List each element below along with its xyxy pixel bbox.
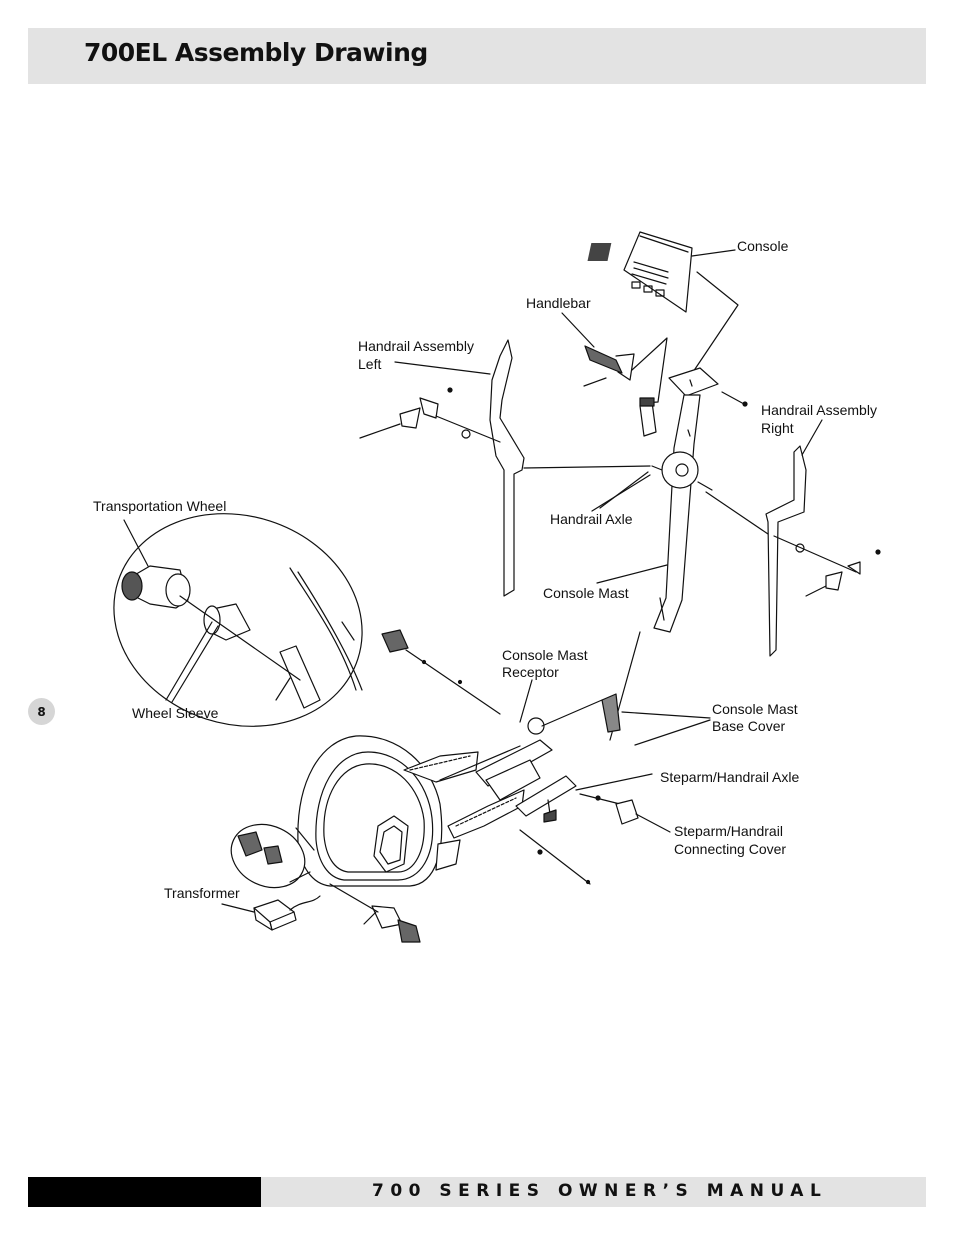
console-part [587,231,693,313]
label-console-mast-receptor-line2: Receptor [502,664,559,680]
label-console-mast-base-cover-line2: Base Cover [712,718,786,734]
label-handrail-left-line1: Handrail Assembly [358,338,474,354]
label-handrail-axle: Handrail Axle [550,511,633,527]
footer-bar: 700 SERIES OWNER’S MANUAL [261,1177,926,1207]
page-title: 700EL Assembly Drawing [84,38,428,67]
label-steparm-connecting-cover-line2: Connecting Cover [674,841,787,857]
label-handrail-right-line2: Right [761,420,794,436]
label-console-mast-base-cover-line1: Console Mast [712,701,798,717]
footer-title: 700 SERIES OWNER’S MANUAL [372,1181,828,1201]
label-handrail-left-line2: Left [358,356,382,372]
label-steparm-connecting-cover-line1: Steparm/Handrail [674,823,783,839]
label-console: Console [737,238,789,254]
footer-black-block [28,1177,261,1207]
label-wheel-sleeve: Wheel Sleeve [132,705,219,721]
page-number: 8 [28,698,55,725]
label-steparm-handrail-axle: Steparm/Handrail Axle [660,769,800,785]
label-handrail-right-line1: Handrail Assembly [761,402,877,418]
label-transformer: Transformer [164,885,240,901]
header-bar: 700EL Assembly Drawing [28,28,926,84]
label-transportation-wheel: Transportation Wheel [93,498,227,514]
label-handlebar: Handlebar [526,295,591,311]
label-console-mast: Console Mast [543,585,629,601]
label-console-mast-receptor-line1: Console Mast [502,647,588,663]
